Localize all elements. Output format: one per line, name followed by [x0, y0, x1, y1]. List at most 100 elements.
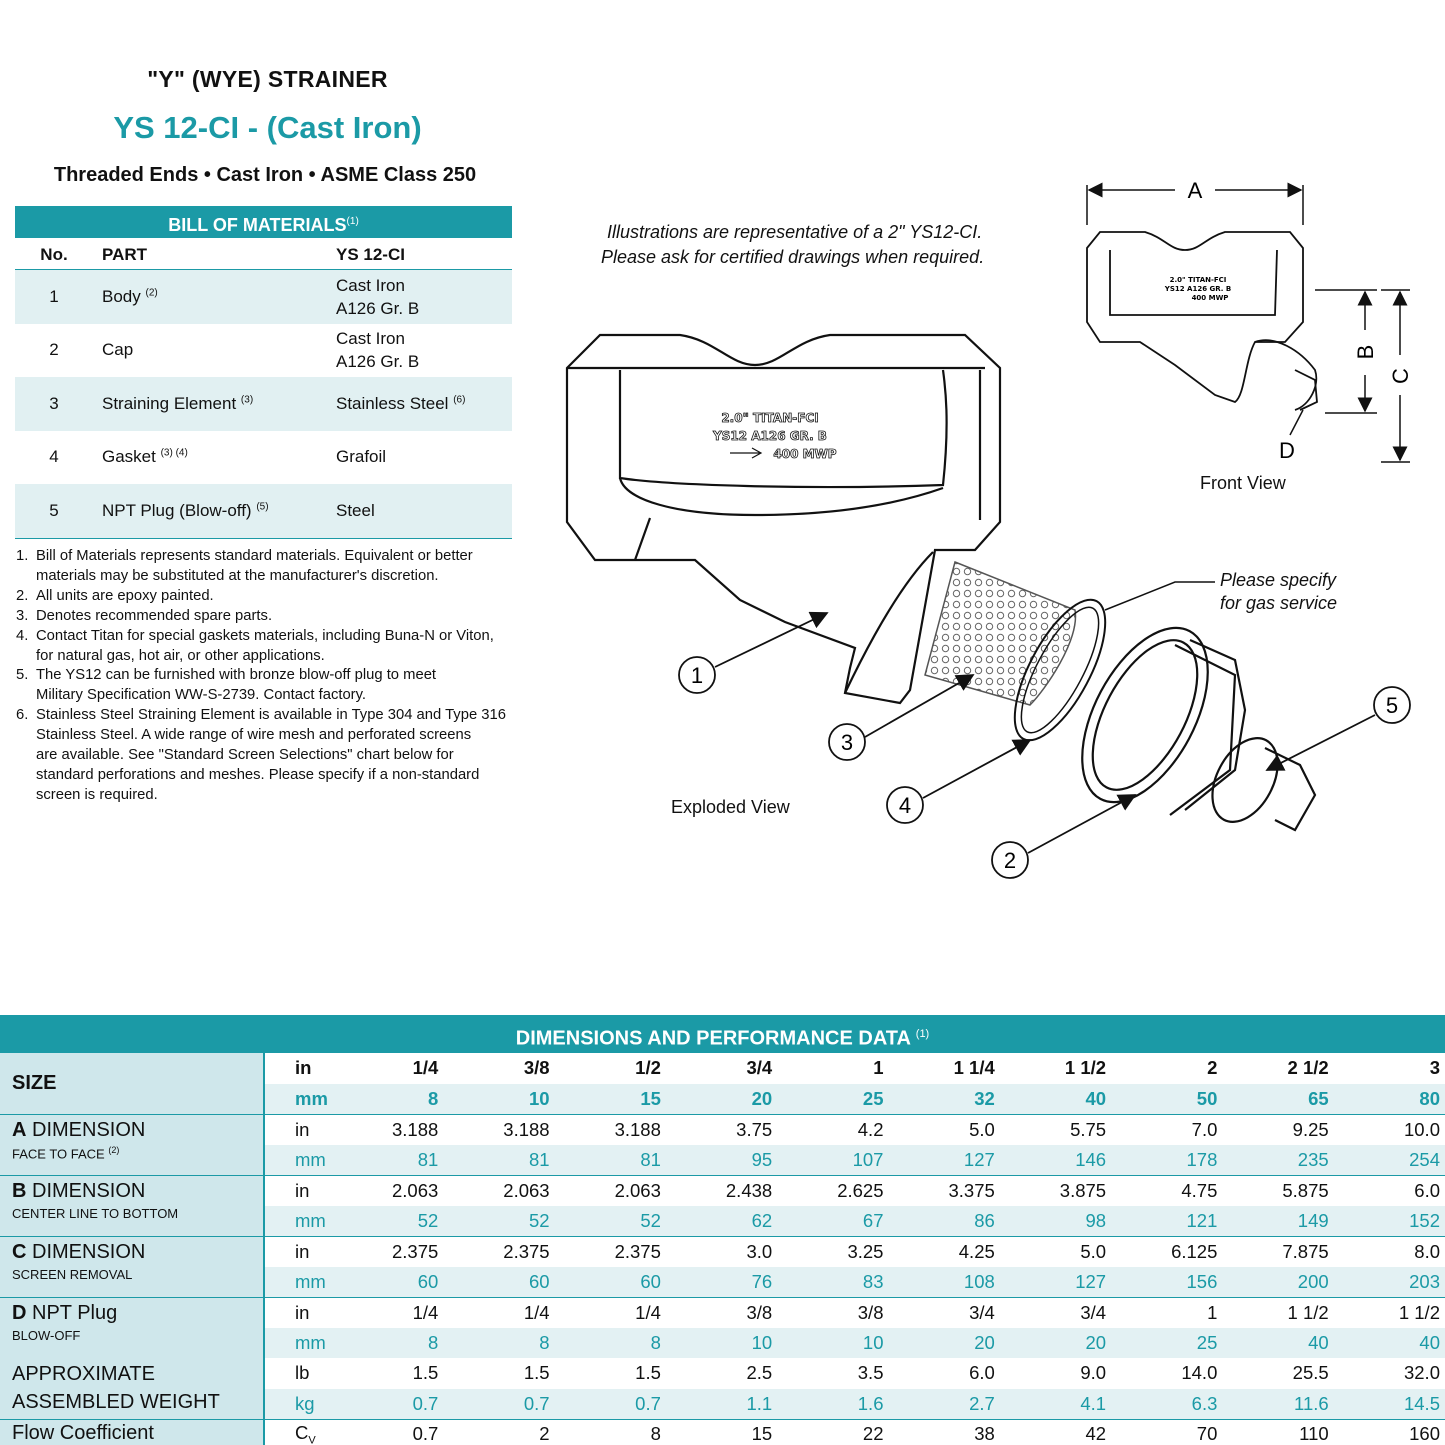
size-mm-value: 10: [443, 1083, 555, 1114]
weight-lb-value: 14.0: [1181, 1362, 1218, 1384]
dimension-in-value: 2.438: [665, 1174, 778, 1206]
dimension-in-value: 2.063: [443, 1174, 555, 1206]
weight-lb-value: 32.0: [1403, 1362, 1440, 1384]
front-view-label: Front View: [1200, 473, 1286, 493]
weight-lb-value: 1.5: [523, 1362, 550, 1384]
dimension-mm-value: 52: [443, 1205, 555, 1236]
body-casting-text-3: 400 MWP: [773, 447, 836, 461]
dimension-in-value: 1 1/2: [1333, 1296, 1445, 1328]
footnote-number: 4.: [16, 627, 29, 644]
dimension-mm-value: 20: [888, 1327, 1000, 1358]
flow-value: 110: [1222, 1418, 1334, 1445]
dimension-mm-value: 8: [332, 1327, 444, 1358]
bom-part-name: NPT Plug (Blow-off): [102, 500, 252, 520]
body-casting-text-2: YS12 A126 GR. B: [712, 429, 827, 443]
dimension-sub-note: (2): [108, 1144, 120, 1155]
dimension-in-value: 4.75: [1111, 1174, 1223, 1206]
flow-label-cell: Flow Coefficient: [0, 1418, 265, 1445]
bom-header-row: No. PART YS 12-CI: [15, 238, 512, 270]
size-unit-mm: mm: [264, 1083, 332, 1114]
front-casting-text-1: 2.0" TITAN-FCI: [1170, 276, 1227, 284]
dimension-in-value: 3.188: [443, 1113, 555, 1145]
dimensions-title: DIMENSIONS AND PERFORMANCE DATA: [515, 1027, 911, 1050]
size-unit-in: in: [295, 1057, 312, 1079]
footnote-line: All units are epoxy painted.: [36, 587, 214, 604]
footnote-line: standard perforations and meshes. Please…: [36, 766, 480, 783]
size-mm-value: 65: [1222, 1083, 1334, 1114]
front-casting-text-3: 400 MWP: [1192, 294, 1229, 302]
dimension-letter: A: [12, 1118, 27, 1141]
flow-value: 0.7: [332, 1418, 444, 1445]
straining-element-drawing: [924, 560, 1077, 706]
bom-material-line-1: Cast Iron: [336, 329, 405, 349]
footnote-line: Contact Titan for special gaskets materi…: [36, 627, 494, 644]
footnote-line: screen is required.: [36, 786, 158, 803]
flow-value: 22: [777, 1418, 889, 1445]
document-title: YS 12-CI - (Cast Iron): [113, 110, 422, 145]
bom-part-name: Cap: [102, 340, 134, 360]
drawing-caption-2: Please ask for certified drawings when r…: [601, 247, 985, 267]
bom-col-no: No.: [40, 245, 68, 264]
size-in-value: 2: [1207, 1057, 1218, 1079]
weight-kg-value: 4.1: [999, 1388, 1112, 1419]
weight-kg-value: 6.3: [1111, 1388, 1223, 1419]
dimension-c-label: C: [1388, 368, 1413, 384]
dimension-mm-value: 108: [888, 1266, 1000, 1297]
unit-kg: kg: [264, 1388, 332, 1419]
weight-kg-value: 1.1: [665, 1388, 778, 1419]
flow-value: 42: [999, 1418, 1112, 1445]
bom-title-bar: BILL OF MATERIALS(1): [15, 206, 512, 238]
dimension-mm-value: 52: [554, 1205, 666, 1236]
footnote-number: 5.: [16, 667, 29, 684]
size-in-value: 1 1/4: [953, 1057, 995, 1079]
size-mm-value: 25: [777, 1083, 889, 1114]
dimension-row-label: B DIMENSION CENTER LINE TO BOTTOM: [0, 1174, 265, 1236]
bom-material-note: (6): [453, 394, 466, 406]
strainer-illustration: 2.0" TITAN-FCI YS12 A126 GR. B 400 MWP 1: [565, 178, 1413, 879]
flow-unit-sub: V: [308, 1434, 316, 1445]
footnote-line: for natural gas, hot air, or other appli…: [36, 647, 325, 664]
dimension-mm-value: 121: [1111, 1205, 1223, 1236]
dimension-mm-value: 203: [1333, 1266, 1445, 1297]
bom-part: Cap: [102, 340, 133, 360]
unit-in: in: [264, 1296, 332, 1328]
size-in-value: 3: [1429, 1057, 1440, 1079]
bom-material-line-1: Stainless Steel: [336, 393, 449, 413]
dimension-mm-value: 81: [443, 1144, 555, 1175]
dimension-mm-value: 86: [888, 1205, 1000, 1236]
bom-part-name: Straining Element: [102, 393, 237, 413]
flow-unit-main: C: [295, 1421, 309, 1443]
dimension-mm-value: 95: [665, 1144, 778, 1175]
footnote-number: 6.: [16, 707, 29, 724]
size-mm-value: 32: [888, 1083, 1000, 1114]
size-mm-value: 8: [332, 1083, 444, 1114]
weight-lb-value: 1.5: [635, 1362, 661, 1384]
dimension-d-label: D: [1279, 438, 1295, 463]
callout-4: [886, 739, 1032, 824]
callout-5: [1265, 686, 1411, 771]
size-in-value: 3/8: [523, 1057, 550, 1079]
flow-value: 2: [443, 1418, 555, 1445]
dimension-mm-value: 10: [665, 1327, 778, 1358]
bom-material-line-2: A126 Gr. B: [336, 352, 420, 372]
bom-material-line-1: Steel: [336, 500, 375, 520]
dimension-in-value: 1: [1111, 1296, 1223, 1328]
callout-5-label: 5: [1386, 693, 1398, 718]
dimension-mm-value: 81: [332, 1144, 444, 1175]
dimension-in-value: 3.375: [888, 1174, 1000, 1206]
weight-kg-value: 0.7: [332, 1388, 444, 1419]
dimension-in-value: 5.75: [999, 1113, 1112, 1145]
footnote: 6. Stainless Steel Straining Element is a…: [16, 706, 516, 806]
bom-material-line-1: Cast Iron: [336, 275, 405, 295]
bom-material: Grafoil: [336, 447, 386, 467]
bom-bottom-rule: [15, 537, 512, 539]
flow-value: 38: [888, 1418, 1000, 1445]
dimensions-table: DIMENSIONS AND PERFORMANCE DATA (1) SIZE…: [0, 1015, 1445, 1445]
footnote-line: Stainless Steel Straining Element is ava…: [36, 707, 506, 724]
bom-title-note: (1): [346, 216, 359, 227]
body-casting-text-1: 2.0" TITAN-FCI: [721, 411, 818, 425]
dimension-mm-value: 40: [1333, 1327, 1445, 1358]
